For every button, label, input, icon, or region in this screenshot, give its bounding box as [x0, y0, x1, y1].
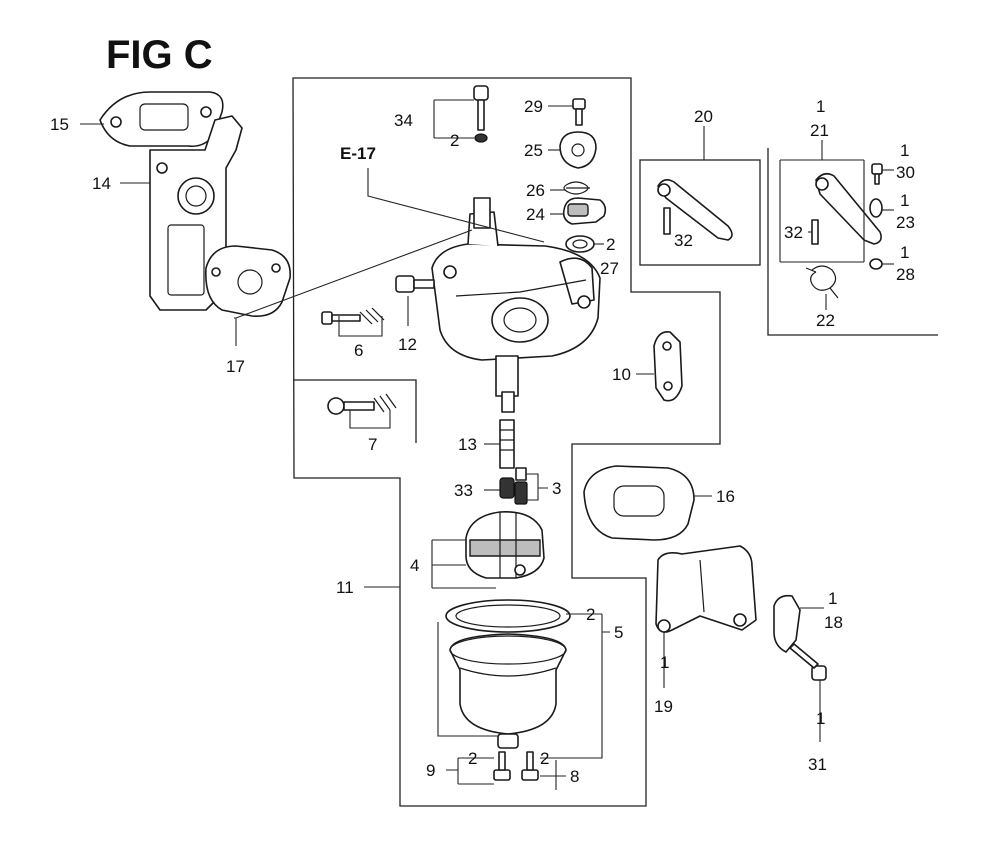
- part-12-pilot-jet: [395, 275, 435, 293]
- callout-28-qty: 1: [900, 243, 909, 262]
- part-4-float: [465, 511, 545, 579]
- callout-14: 14: [92, 174, 111, 193]
- callout-25: 25: [524, 141, 543, 160]
- callout-28: 28: [896, 265, 915, 284]
- part-21-lever: [815, 172, 882, 245]
- group-20-frame: [639, 159, 761, 266]
- part-8-drain-screw: [521, 751, 539, 781]
- part-7-screw: [327, 393, 397, 415]
- callout-30: 30: [896, 163, 915, 182]
- figure-title: FIG C: [106, 33, 213, 77]
- callout-23: 23: [896, 213, 915, 232]
- callout-7: 7: [368, 435, 377, 454]
- part-29-screw: [572, 98, 586, 126]
- part-34-screw: [473, 85, 489, 143]
- callout-18-qty: 1: [828, 589, 837, 608]
- callout-26: 26: [526, 181, 545, 200]
- part-16-gasket: [583, 465, 695, 541]
- part-23-washer: [869, 198, 883, 218]
- callout-23-qty: 1: [900, 191, 909, 210]
- part-5-float-bowl: [445, 599, 571, 749]
- callout-18: 18: [824, 613, 843, 632]
- callout-27: 27: [600, 259, 619, 278]
- callout-8: 8: [570, 767, 579, 786]
- part-25-cover: [559, 131, 597, 169]
- part-9-drain-bolt: [493, 751, 511, 781]
- part-30-screw: [871, 163, 883, 185]
- part-10-bracket: [653, 330, 683, 402]
- carburetor-body: [431, 197, 601, 413]
- callout-20: 20: [694, 107, 713, 126]
- main-carburetor-frame: [292, 77, 721, 807]
- callout-19-qty: 1: [660, 653, 669, 672]
- part-33-jet: [499, 477, 515, 499]
- part-6-needle-screw: [321, 307, 385, 325]
- callout-4: 4: [410, 556, 419, 575]
- part-24-diaphragm: [562, 197, 607, 225]
- part-13-main-nozzle: [499, 419, 515, 469]
- callout-labels: E-17 15 14 17 34 2 29 25 26 24 2 27 6 12…: [50, 97, 915, 786]
- part-17-gasket: [205, 245, 291, 318]
- callout-24: 24: [526, 205, 545, 224]
- callout-34-qty: 2: [450, 131, 459, 150]
- part-31-bolt: [789, 643, 827, 681]
- part-20-lever: [657, 178, 733, 241]
- part-22-spring: [805, 265, 839, 299]
- callout-13: 13: [458, 435, 477, 454]
- callout-15: 15: [50, 115, 69, 134]
- subgroup-7-frame: [294, 379, 417, 443]
- callout-30-qty: 1: [900, 141, 909, 160]
- callout-3: 3: [552, 479, 561, 498]
- part-32-pin: [811, 219, 819, 245]
- callout-5-qty: 2: [586, 605, 595, 624]
- part-28-nut: [869, 258, 883, 270]
- callout-12: 12: [398, 335, 417, 354]
- callout-17: 17: [226, 357, 245, 376]
- callout-34: 34: [394, 111, 413, 130]
- callout-32-b: 32: [784, 223, 803, 242]
- part-3-jet: [514, 467, 528, 505]
- callout-27-qty: 2: [606, 235, 615, 254]
- callout-32-a: 32: [674, 231, 693, 250]
- callout-5: 5: [614, 623, 623, 642]
- part-18-clip: [773, 594, 801, 653]
- callout-22: 22: [816, 311, 835, 330]
- group-frames: [292, 77, 938, 807]
- callout-31-qty: 1: [816, 709, 825, 728]
- callout-33: 33: [454, 481, 473, 500]
- callout-10: 10: [612, 365, 631, 384]
- callout-11: 11: [336, 578, 354, 597]
- callout-31: 31: [808, 755, 827, 774]
- callout-6: 6: [354, 341, 363, 360]
- callout-21: 21: [810, 121, 829, 140]
- callout-29: 29: [524, 97, 543, 116]
- part-19-bracket: [655, 545, 757, 633]
- callout-16: 16: [716, 487, 735, 506]
- callout-19: 19: [654, 697, 673, 716]
- callout-9: 9: [426, 761, 435, 780]
- callout-21-qty: 1: [816, 97, 825, 116]
- group-21-frame: [767, 148, 938, 336]
- reference-label: E-17: [340, 144, 376, 163]
- part-15-gasket: [99, 91, 224, 148]
- callout-8-qty: 2: [540, 749, 549, 768]
- part-26-spring: [563, 181, 590, 195]
- leader-lines: [80, 99, 894, 790]
- callout-9-qty: 2: [468, 749, 477, 768]
- part-27-oring: [565, 235, 595, 253]
